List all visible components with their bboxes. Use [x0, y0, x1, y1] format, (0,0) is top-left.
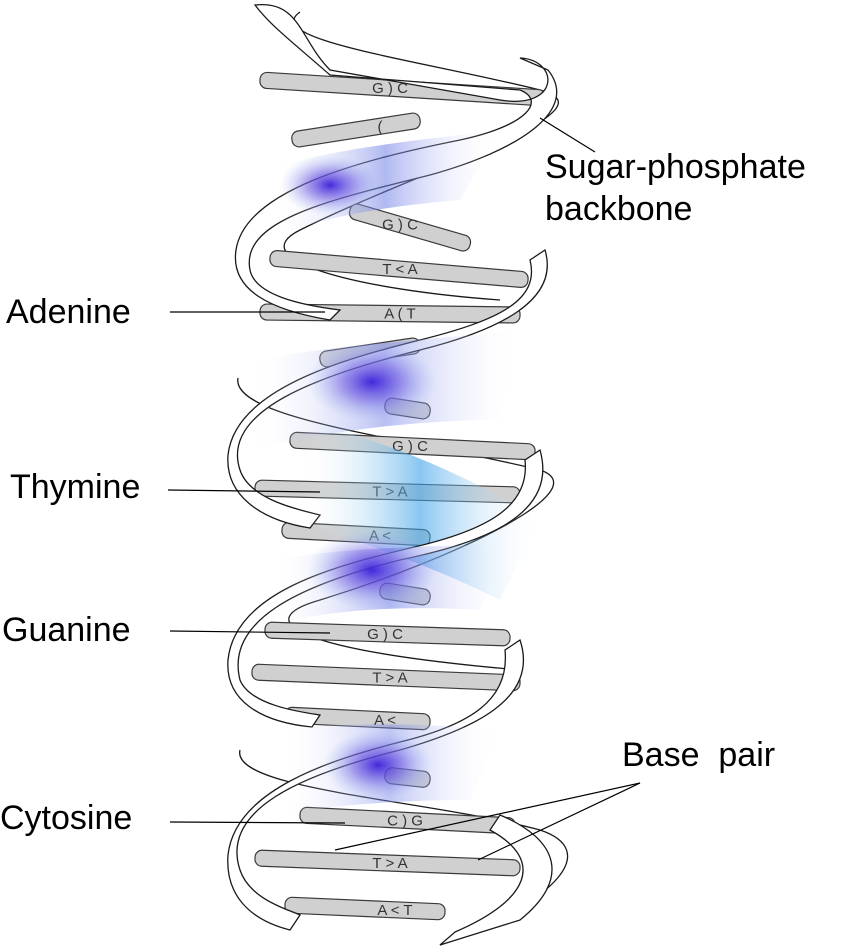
- rung-label: G ) C: [367, 626, 403, 643]
- base-pair-rung: A < T: [284, 896, 446, 921]
- rung-bar: [254, 849, 521, 877]
- front-backbone-strand: [227, 4, 558, 946]
- highlight-glow: [307, 342, 437, 422]
- base-pair-rung: T < A: [269, 249, 529, 289]
- cytosine-pointer-line: [169, 821, 346, 824]
- label-pointer-lines: [167, 117, 641, 861]
- label-base-pair: Base pair: [622, 736, 776, 774]
- rung-label: (: [378, 118, 383, 135]
- label-backbone: backbone: [545, 190, 693, 228]
- label-sugar-phosphate: Sugar-phosphate: [545, 148, 806, 186]
- base-pair-rung: T > A: [251, 663, 521, 692]
- label-cytosine: Cytosine: [0, 799, 133, 837]
- rung-label: T > A: [372, 670, 407, 687]
- label-guanine: Guanine: [2, 611, 131, 649]
- backbone-ribbon-band: [439, 814, 553, 946]
- rung-label: A ( T: [384, 306, 415, 323]
- base-pair-rung: T > A: [254, 849, 521, 877]
- label-adenine: Adenine: [6, 293, 131, 331]
- rung-bar: [264, 621, 511, 647]
- backbone-pointer-line: [539, 117, 596, 153]
- rung-bar: [284, 896, 446, 921]
- base-pair-pointer-line: [477, 782, 641, 861]
- rung-bar: [291, 112, 421, 148]
- highlight-glow: [280, 155, 380, 215]
- base-pair-pointer-line: [334, 782, 641, 851]
- rung-bar: [269, 249, 529, 289]
- rung-bar: [251, 663, 521, 692]
- thymine-pointer-line: [167, 489, 321, 493]
- base-pair-rung: G ) C: [264, 621, 511, 647]
- rung-label: C ) G: [387, 812, 423, 829]
- highlight-glow: [323, 730, 433, 800]
- rung-label: G ) C: [392, 438, 428, 455]
- base-pair-rung: C ) G: [299, 806, 516, 835]
- backbone-highlight-glows: [280, 155, 437, 800]
- rung-label: G ) C: [372, 80, 408, 97]
- rung-label: G ) C: [382, 217, 418, 234]
- rung-label: T > A: [372, 855, 407, 872]
- guanine-pointer-line: [169, 630, 331, 634]
- base-pair-rung: G ) C: [348, 203, 472, 252]
- base-pair-rung: (: [291, 112, 421, 148]
- highlight-glow: [307, 530, 437, 610]
- rung-label: T < A: [382, 261, 417, 278]
- rung-label: A < T: [377, 902, 412, 919]
- label-thymine: Thymine: [10, 468, 141, 506]
